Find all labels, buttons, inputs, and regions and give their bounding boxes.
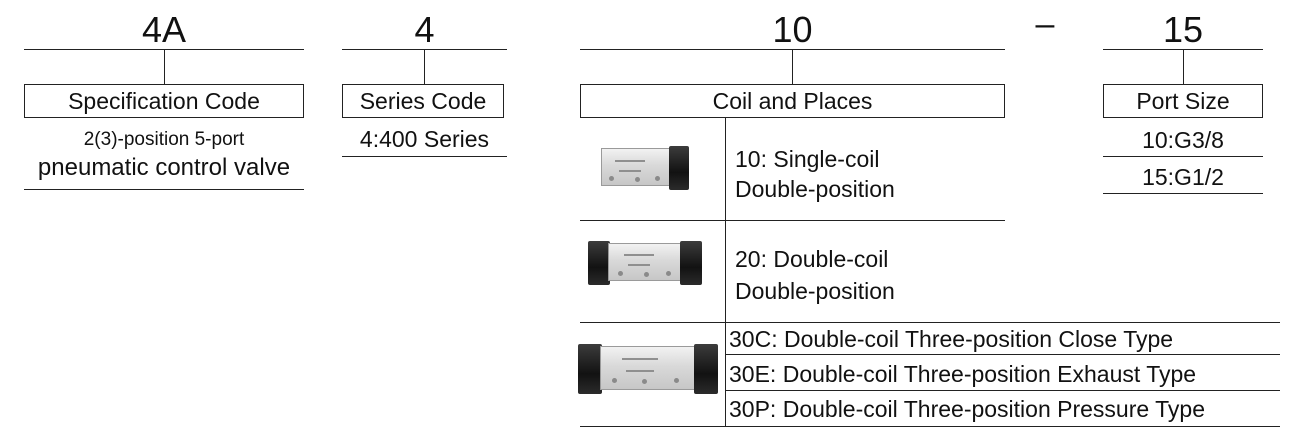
three-position-valve-icon [578,340,720,396]
spec-title: Specification Code [68,87,260,114]
series-value-underline [342,156,507,157]
port-option-2: 15:G1/2 [1142,164,1224,190]
spec-underline [24,49,304,50]
coil-30c: 30C: Double-coil Three-position Close Ty… [729,326,1174,352]
coil-row2-line1: 20: Double-coil [735,246,889,272]
port-option-2-underline [1103,193,1263,194]
coil-underline [580,49,1005,50]
series-title: Series Code [359,87,487,114]
port-option-1-underline [1103,156,1263,157]
double-coil-valve-icon [588,238,704,286]
port-connector [1183,50,1184,84]
port-code: 15 [1162,9,1204,50]
series-code: 4 [414,9,435,50]
spec-box: Specification Code [24,84,304,118]
coil-code: 10 [772,9,813,50]
coil-box: Coil and Places [580,84,1005,118]
single-coil-valve-icon [595,146,691,190]
coil-30e-separator [725,390,1280,391]
port-option-1: 10:G3/8 [1142,127,1224,153]
series-underline [342,49,507,50]
spec-desc-underline [24,189,304,190]
coil-title: Coil and Places [712,87,873,114]
coil-row2-separator [580,322,1280,323]
spec-connector [164,50,165,84]
coil-divider [725,118,726,427]
spec-desc-line1: 2(3)-position 5-port [83,129,245,150]
coil-30e: 30E: Double-coil Three-position Exhaust … [729,361,1197,387]
series-connector [424,50,425,84]
series-box: Series Code [342,84,504,118]
coil-row1-separator [580,220,1005,221]
port-title: Port Size [1136,87,1230,114]
spec-code: 4A [141,9,187,50]
coil-connector [792,50,793,84]
series-value: 4:400 Series [359,126,490,152]
coil-row1-line1: 10: Single-coil [735,146,880,172]
port-underline [1103,49,1263,50]
code-dash: – [1035,5,1055,43]
coil-30p: 30P: Double-coil Three-position Pressure… [729,396,1206,422]
coil-row1-line2: Double-position [735,176,895,202]
coil-bottom-line [580,426,1280,427]
coil-row2-line2: Double-position [735,278,895,304]
coil-30c-separator [725,354,1280,355]
port-box: Port Size [1103,84,1263,118]
spec-desc-line2: pneumatic control valve [37,154,291,181]
